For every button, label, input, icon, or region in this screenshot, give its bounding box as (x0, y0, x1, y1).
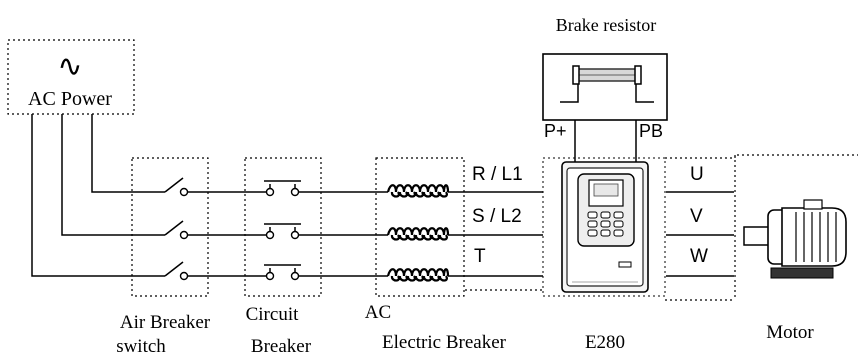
label-motor: Motor (766, 322, 814, 343)
ac-reactor-coils (386, 184, 450, 282)
label-air-breaker-switch: switch (116, 336, 166, 355)
air-switch-blade-t (164, 261, 184, 277)
label-circuit-breaker: Breaker (251, 336, 312, 355)
air-switch-blade-s (164, 220, 184, 236)
air-breaker-group (131, 157, 209, 297)
reactor-coil-t (386, 268, 450, 282)
terminal-pb: PB (639, 121, 663, 141)
terminal-u: U (690, 164, 704, 185)
terminal-s-l2: S / L2 (472, 206, 522, 227)
terminal-r-l1: R / L1 (472, 164, 523, 185)
terminal-p-plus: P+ (544, 121, 567, 141)
e280-drive-icon (542, 157, 666, 297)
circuit-breaker-contacts (265, 187, 300, 281)
ac-power-box: ∿ AC Power (7, 39, 135, 115)
terminal-v: V (690, 206, 703, 227)
motor-group (734, 154, 858, 158)
resistor-icon (560, 65, 654, 103)
wire-r-feed (91, 114, 165, 193)
ac-sine-icon: ∿ (57, 50, 82, 83)
brake-resistor-box (542, 53, 668, 121)
air-switch-contacts (179, 187, 189, 281)
label-electric-breaker: Electric Breaker (382, 332, 507, 353)
ac-power-label: AC Power (28, 88, 112, 110)
terminal-w: W (690, 246, 708, 267)
motor-icon (743, 199, 847, 279)
label-air-breaker: Air Breaker (120, 312, 211, 333)
terminal-t: T (474, 246, 486, 267)
label-e280: E280 (585, 332, 625, 353)
brake-resistor-title: Brake resistor (556, 15, 656, 35)
label-circuit: Circuit (246, 304, 299, 325)
air-switch-blade-r (164, 177, 184, 193)
label-ac: AC (365, 302, 391, 323)
wire-t-feed (31, 114, 165, 277)
reactor-coil-s (386, 227, 450, 241)
reactor-coil-r (386, 184, 450, 198)
ac-reactor-group (375, 157, 465, 297)
wire-s-feed (61, 114, 165, 236)
circuit-breaker-group (244, 157, 322, 297)
